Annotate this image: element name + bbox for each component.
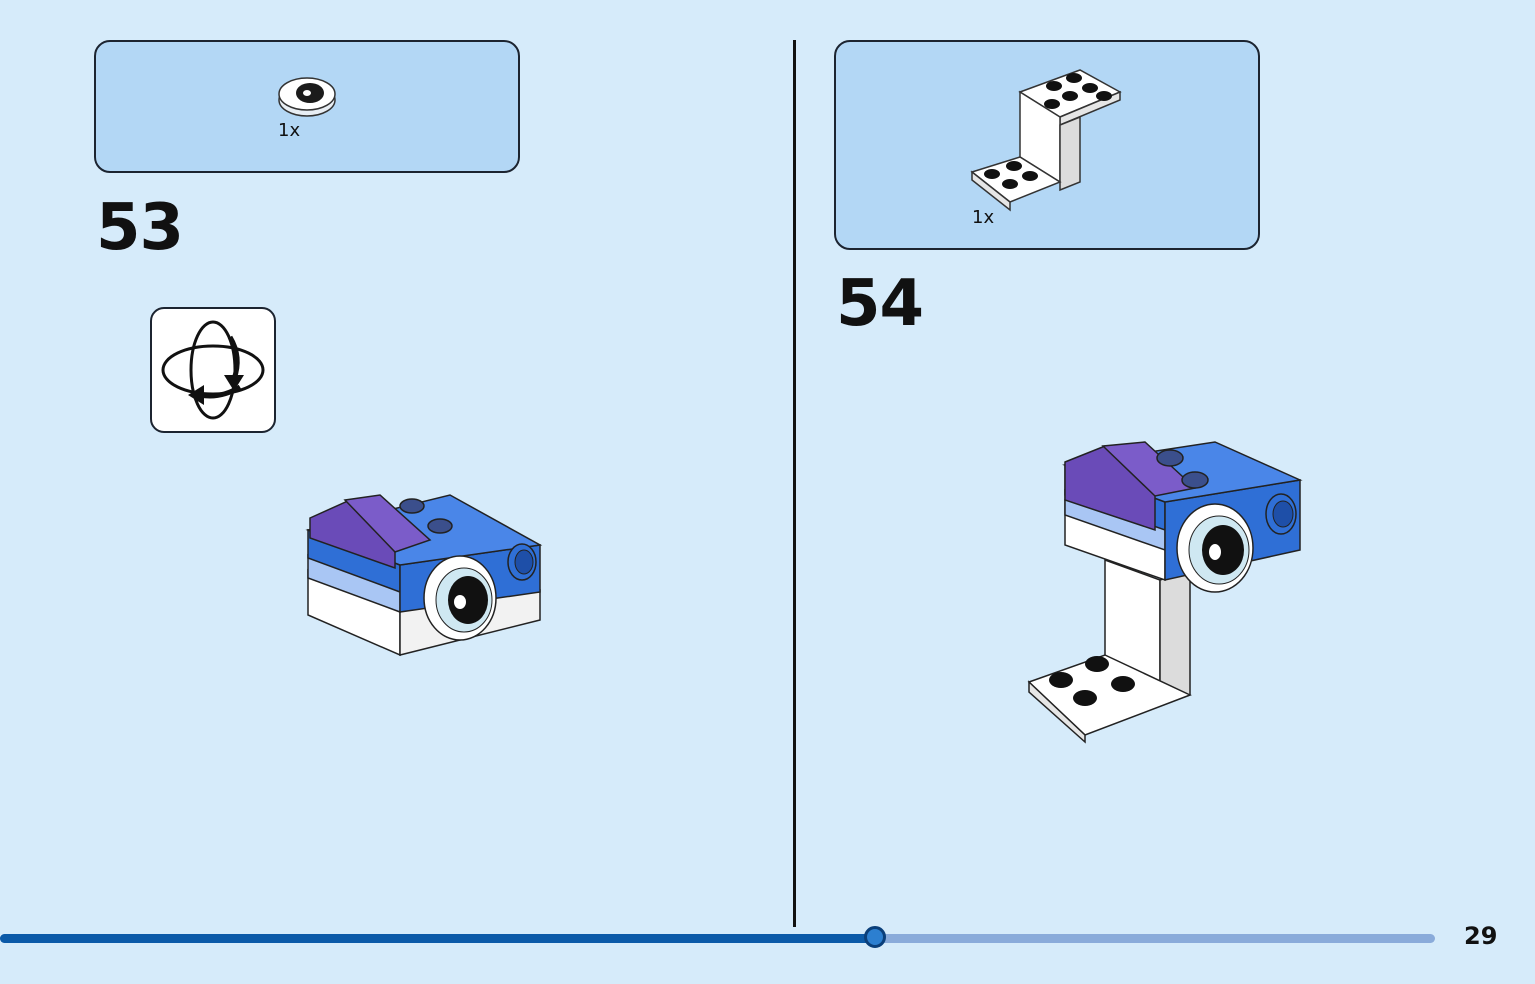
build-progress-marker <box>864 926 887 948</box>
rotate-model-callout <box>150 307 276 433</box>
rotate-model-icon <box>161 320 265 420</box>
build-progress-bar <box>0 926 1435 948</box>
step-number: 53 <box>96 191 184 265</box>
white-bracket-part-icon <box>970 69 1122 212</box>
model-assembly-step-54 <box>1027 441 1303 744</box>
parts-callout-step-54: 1x <box>834 40 1260 250</box>
round-tile-eye-part-icon <box>278 77 336 117</box>
part-quantity: 1x <box>278 120 301 141</box>
part-quantity: 1x <box>972 207 995 228</box>
step-number: 54 <box>836 267 924 341</box>
model-assembly-step-53 <box>305 494 543 657</box>
build-progress-fill <box>0 934 876 943</box>
parts-callout-step-53: 1x <box>94 40 520 173</box>
page-number: 29 <box>1464 922 1498 950</box>
page-divider <box>793 40 796 927</box>
